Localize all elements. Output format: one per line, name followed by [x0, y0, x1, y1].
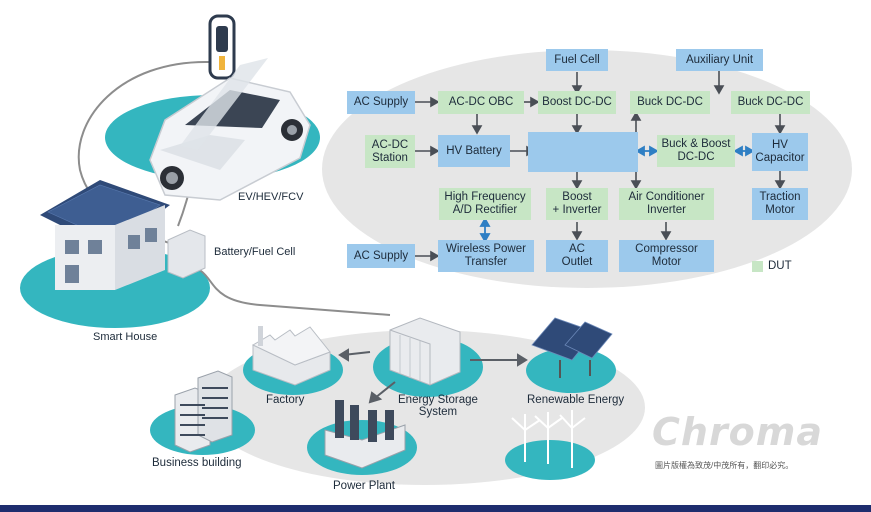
box-buck-dc-dc-1: Buck DC-DC: [630, 91, 710, 114]
factory-icon: [251, 326, 331, 386]
box-boost-inverter: Boost + Inverter: [546, 188, 608, 220]
battery-box-icon: [167, 229, 206, 279]
box-buck-boost-dc-dc: Buck & Boost DC-DC: [657, 135, 735, 167]
label-renewable: Renewable Energy: [527, 394, 625, 406]
legend-swatch: [752, 261, 763, 272]
grid-arrows: [338, 348, 528, 404]
box-device-frame: [528, 132, 638, 172]
box-hv-battery: HV Battery: [438, 135, 510, 167]
box-high-freq-rectifier: High Frequency A/D Rectifier: [439, 188, 531, 220]
box-traction-motor: Traction Motor: [752, 188, 808, 220]
energy-storage-icon: [389, 317, 461, 386]
box-hv-capacitor: HV Capacitor: [752, 133, 808, 171]
box-fuel-cell: Fuel Cell: [546, 49, 608, 71]
box-wireless-power-transfer: Wireless Power Transfer: [438, 240, 534, 272]
wind-pad: [505, 440, 595, 480]
label-battery-fuel-cell: Battery/Fuel Cell: [214, 246, 296, 258]
car-icon: [149, 58, 311, 201]
label-factory: Factory: [266, 394, 305, 406]
copyright-text: 圖片版權為致茂/中茂所有，翻印必究。: [655, 461, 794, 470]
solar-panel-icon: [531, 317, 613, 378]
brand-logo: Chroma: [652, 410, 824, 454]
box-buck-dc-dc-2: Buck DC-DC: [731, 91, 810, 114]
box-ac-supply-top: AC Supply: [347, 91, 415, 114]
flow-arrows: [414, 71, 786, 262]
house-cable: [184, 264, 391, 316]
wind-turbine-icon: [511, 410, 586, 468]
charger-icon: [208, 14, 236, 80]
label-business-building: Business building: [152, 457, 242, 469]
label-ev: EV/HEV/FCV: [238, 191, 304, 203]
box-ac-dc-obc: AC-DC OBC: [438, 91, 524, 114]
box-compressor-motor: Compressor Motor: [619, 240, 714, 272]
label-smart-house: Smart House: [93, 331, 158, 343]
business-building-icon: [174, 370, 233, 453]
label-energy-storage: Energy Storage System: [398, 394, 478, 418]
power-plant-icon: [324, 400, 406, 469]
bidirectional-arrows: [479, 145, 755, 243]
box-boost-dc-dc: Boost DC-DC: [538, 91, 616, 114]
box-ac-outlet: AC Outlet: [546, 240, 608, 272]
box-ac-dc-station: AC-DC Station: [365, 135, 415, 168]
bottom-bar: [0, 505, 871, 512]
box-ac-conditioner-inverter: Air Conditioner Inverter: [619, 188, 714, 220]
legend-label: DUT: [768, 260, 792, 272]
label-power-plant: Power Plant: [333, 480, 396, 492]
box-auxiliary-unit: Auxiliary Unit: [676, 49, 763, 71]
box-ac-supply-bottom: AC Supply: [347, 244, 415, 268]
house-icon: [40, 180, 170, 290]
